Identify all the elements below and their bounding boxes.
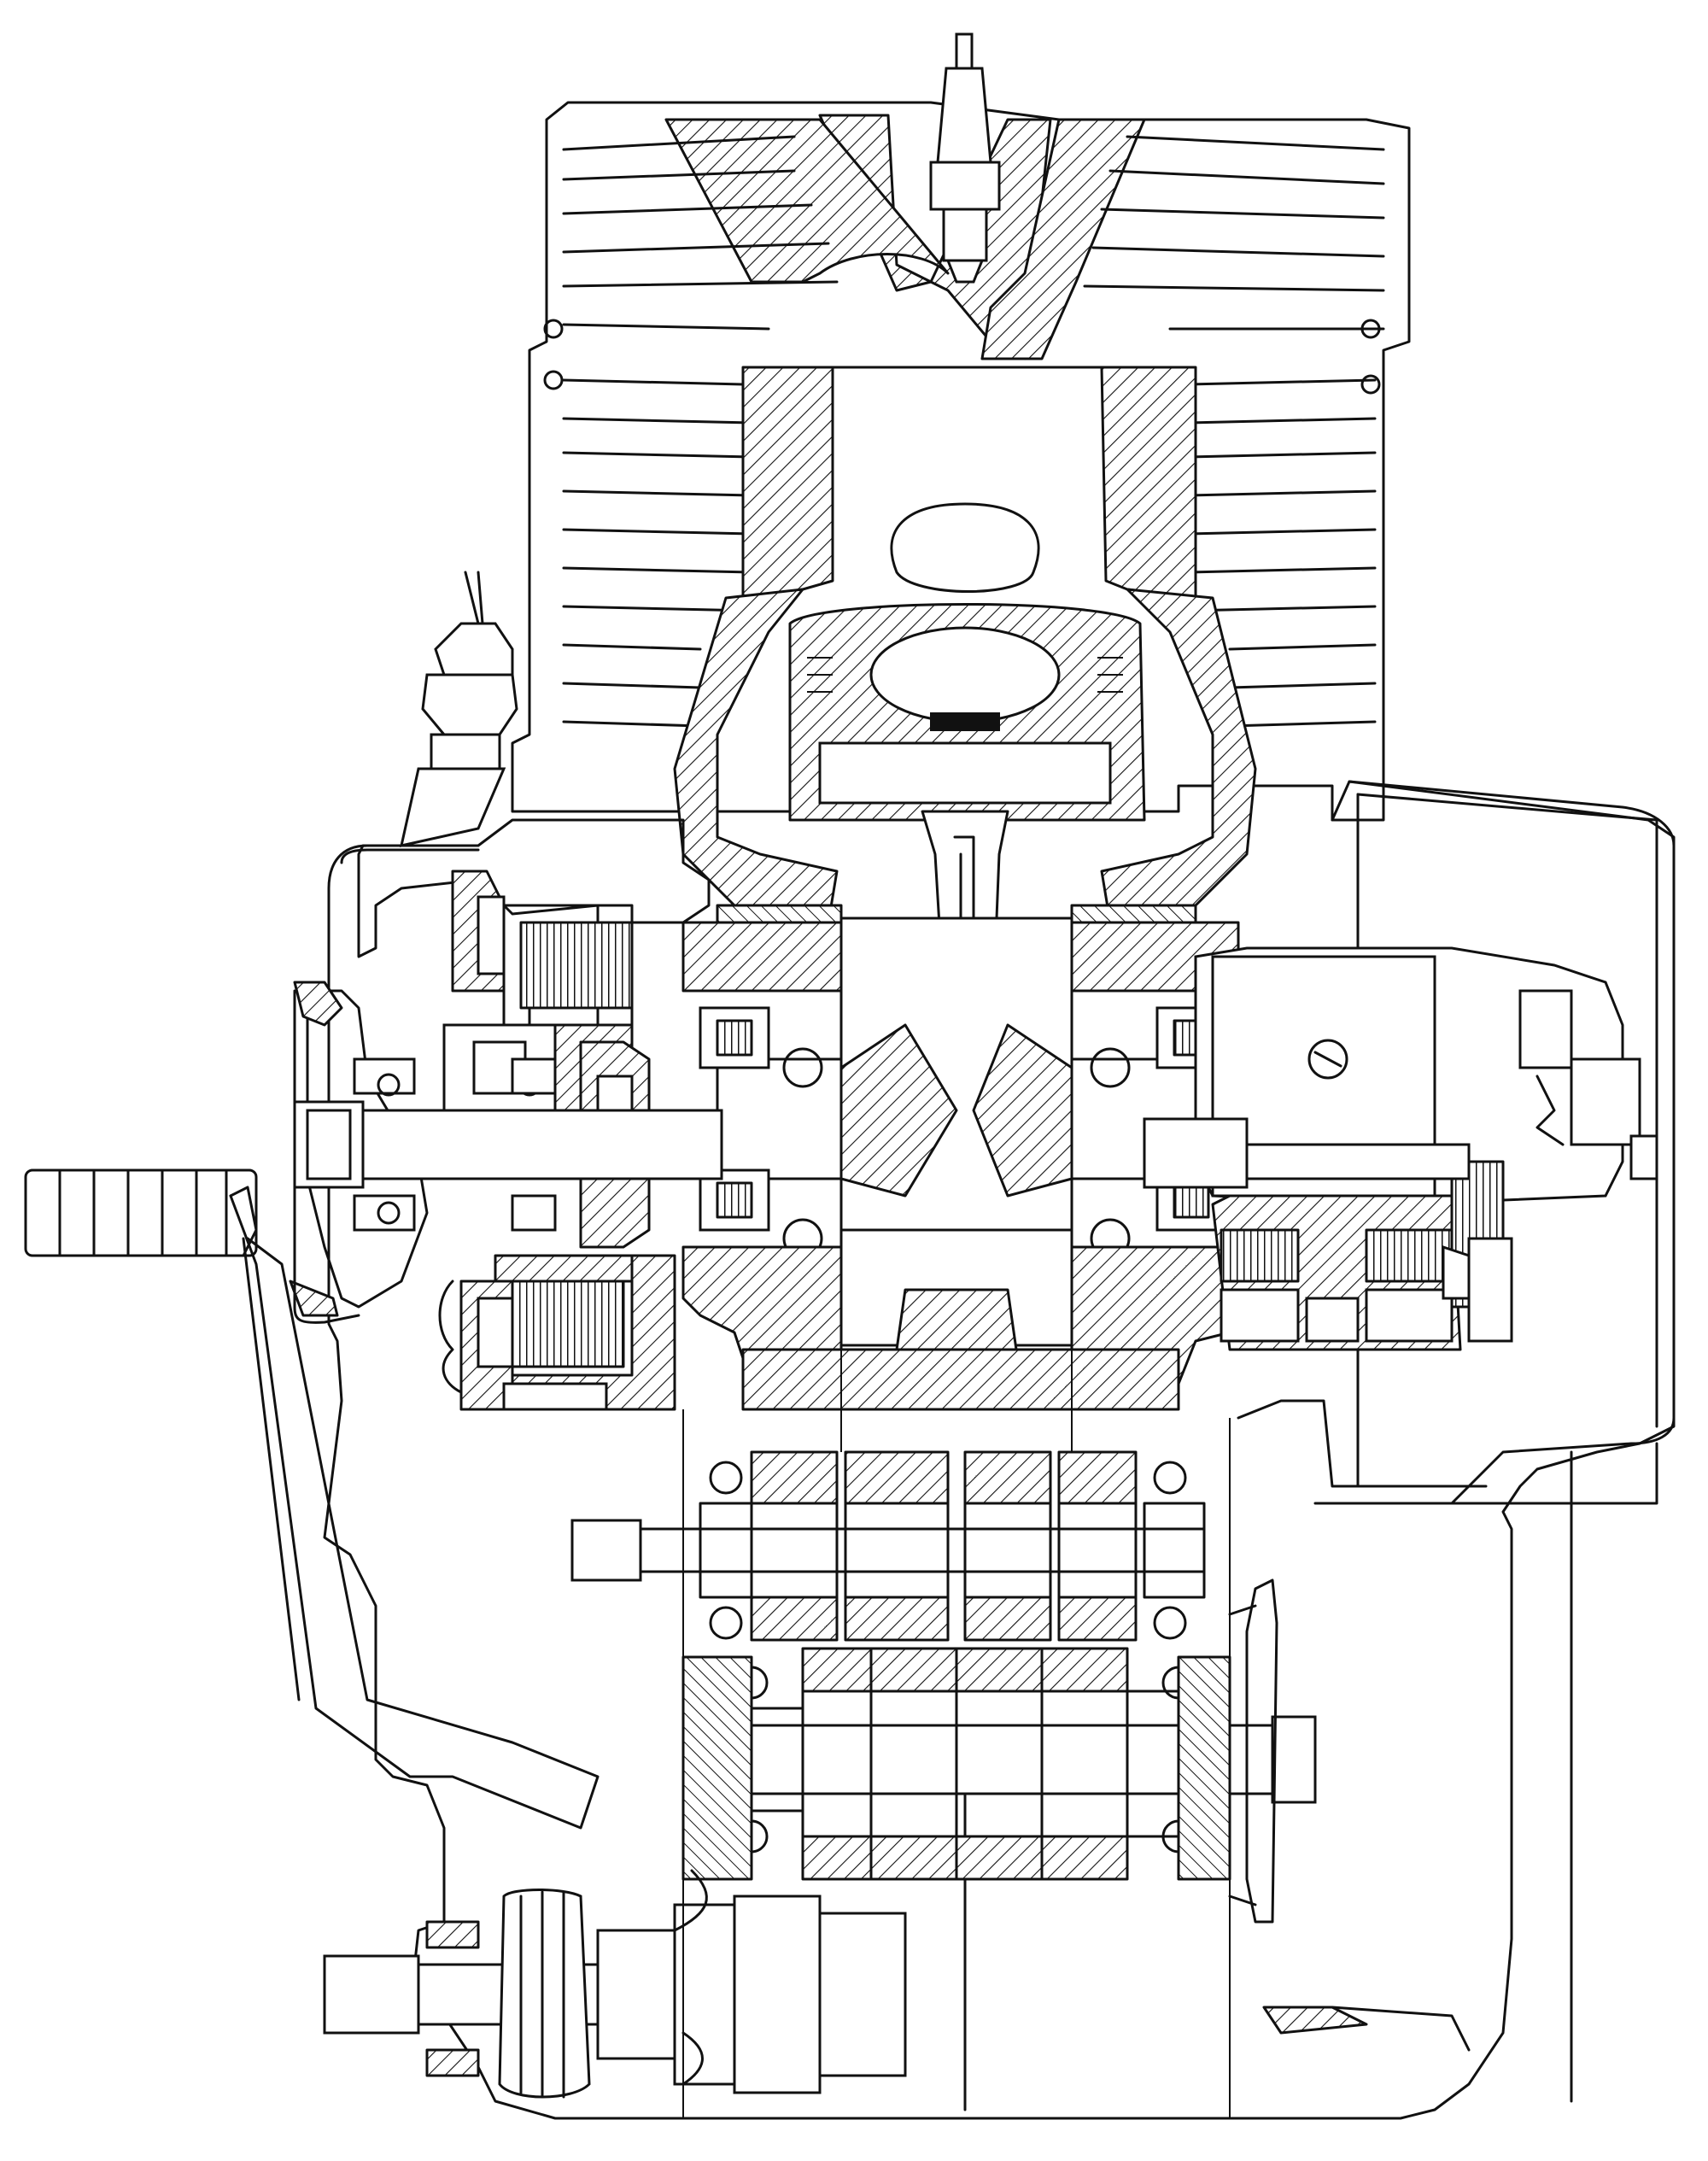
- crankshaft-right-stub: [1143, 1117, 1471, 1189]
- gearbox-gears-upper: [750, 1450, 1138, 1642]
- piston: [788, 603, 1146, 822]
- cooling-fins-right: [1083, 135, 1385, 728]
- neutral-switch: [400, 571, 518, 847]
- kickstart-shaft: [293, 1057, 723, 1232]
- shift-drum: [323, 1869, 907, 2099]
- kickstart-pedal: [24, 1168, 258, 1257]
- cylinder-barrel: [673, 366, 1257, 924]
- crankcase-outer-shell: [323, 780, 1676, 2120]
- spark-plug: [929, 32, 1001, 284]
- gearbox-gears-lower: [681, 1647, 1231, 1881]
- cooling-fins-left: [543, 135, 839, 728]
- crankshaft: [716, 904, 1202, 1351]
- shift-fork-detent: [425, 1920, 1471, 2077]
- clutch-assembly: [438, 870, 676, 1411]
- kickstart-lever: [229, 1194, 600, 1830]
- case-parting-lines: [682, 1350, 1231, 2118]
- drive-sprocket: [1228, 1578, 1278, 1924]
- combustion-chamber: [890, 502, 1040, 593]
- flywheel-rotor: [1211, 1160, 1513, 1351]
